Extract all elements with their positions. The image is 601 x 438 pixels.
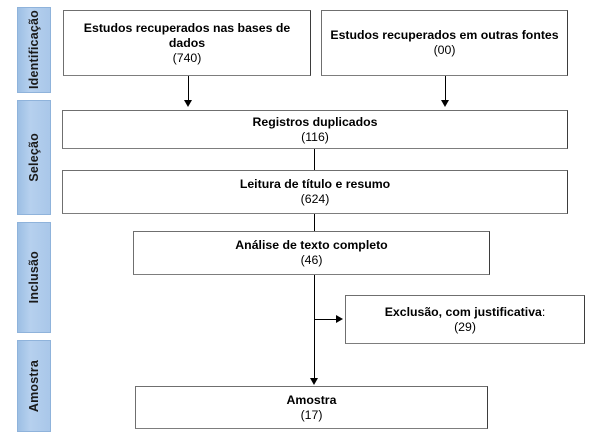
stage-bar-inclusao: Inclusão [17,222,51,333]
node-title: Análise de texto completo [235,238,388,252]
node-estudos-outras-fontes: Estudos recuperados em outras fontes (00… [321,10,568,76]
stage-label-inclusao: Inclusão [27,251,41,304]
node-leitura-titulo-resumo: Leitura de título e resumo (624) [62,170,568,214]
connector-line-fontes-to-duplicados [445,76,446,101]
connector-arrow-bases-to-duplicados [183,100,192,107]
connector-line-analise-to-amostra [314,275,315,379]
connector-line-leitura-to-analise [314,214,315,232]
connector-arrow-fontes-to-duplicados [440,100,449,107]
node-title: Leitura de título e resumo [239,177,391,191]
connector-line-duplicados-to-leitura [314,149,315,170]
connector-line-analise-to-exclusao [315,319,337,320]
stage-bar-selecao: Seleção [17,100,51,215]
node-title: Estudos recuperados em outras fontes [330,28,559,42]
node-count: (29) [454,319,476,334]
node-amostra-final: Amostra (17) [135,386,488,429]
node-registros-duplicados: Registros duplicados (116) [62,110,568,149]
node-count: (740) [172,50,202,65]
stage-bar-amostra: Amostra [17,340,51,432]
node-estudos-bases-dados: Estudos recuperados nas bases de dados (… [63,10,311,76]
node-exclusao-justificativa: Exclusão, com justificativa: (29) [345,295,585,344]
stage-label-amostra: Amostra [27,359,41,413]
node-count: (624) [300,192,330,206]
stage-label-selecao: Seleção [27,133,41,182]
node-title: Amostra [286,392,337,407]
node-title: Registros duplicados [252,114,378,129]
stage-bar-identificacao: Identificação [17,7,51,93]
connector-arrow-analise-to-exclusao [336,314,343,323]
connector-line-bases-to-duplicados [188,76,189,101]
node-count: (46) [300,253,323,267]
node-count: (00) [433,43,456,57]
stage-label-identificacao: Identificação [27,10,41,90]
node-analise-texto-completo: Análise de texto completo (46) [133,231,490,275]
node-title-text: Exclusão, com justificativa [384,304,542,319]
node-count: (17) [300,407,323,422]
connector-arrow-analise-to-amostra [309,378,318,385]
node-title-suffix: : [541,304,546,319]
node-title: Exclusão, com justificativa: [379,305,552,320]
node-title: Estudos recuperados nas bases de dados [83,20,291,50]
node-count: (116) [301,129,329,144]
